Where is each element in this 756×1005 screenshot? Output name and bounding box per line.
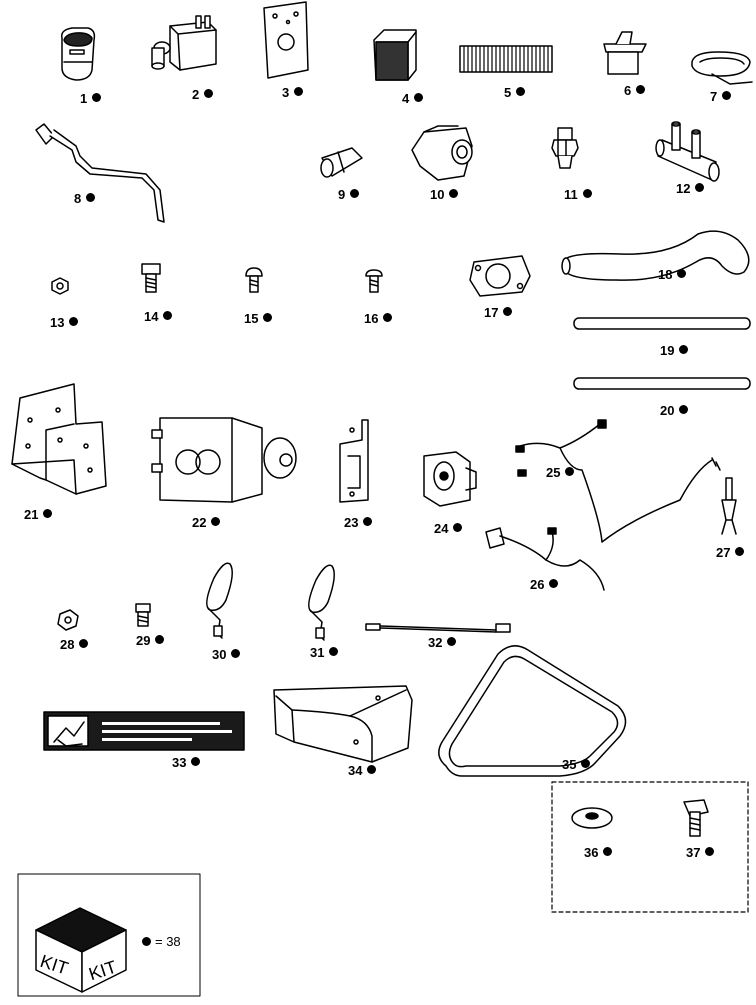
callout-1: 1: [80, 92, 102, 106]
callout-21: 21: [24, 508, 53, 522]
part-19-rod: [573, 317, 751, 330]
callout-14: 14: [144, 310, 173, 324]
callout-6: 6: [624, 84, 646, 98]
part-20-rod: [573, 377, 751, 390]
part-1-knob: [60, 27, 96, 81]
part-3-plate: [263, 1, 309, 79]
callout-11: 11: [564, 188, 592, 202]
kit-legend-equation: = 38: [142, 934, 181, 949]
callout-34: 34: [348, 764, 377, 778]
kit-legend-box: [17, 873, 201, 997]
part-31-cable-tie: [308, 564, 335, 641]
callout-33: 33: [172, 756, 201, 770]
callout-13: 13: [50, 316, 79, 330]
part-25-wire-harness: [515, 419, 721, 543]
part-10-tee: [411, 125, 473, 181]
callout-4: 4: [402, 92, 424, 106]
callout-31: 31: [310, 646, 339, 660]
callout-29: 29: [136, 634, 165, 648]
part-37-bolt: [683, 799, 709, 837]
kit-group-box: [551, 781, 749, 913]
callout-26: 26: [530, 578, 559, 592]
callout-37: 37: [686, 846, 715, 860]
part-15-screw: [245, 267, 263, 293]
part-13-nut: [51, 277, 69, 295]
callout-30: 30: [212, 648, 241, 662]
part-14-bolt: [141, 263, 161, 293]
callout-36: 36: [584, 846, 613, 860]
callout-28: 28: [60, 638, 89, 652]
callout-23: 23: [344, 516, 373, 530]
part-27-probe: [721, 477, 737, 535]
part-18-hose: [561, 230, 750, 281]
callout-18: 18: [658, 268, 687, 282]
part-35-belt: [438, 645, 627, 777]
part-23-bracket-plate: [339, 419, 369, 503]
callout-10: 10: [430, 188, 459, 202]
callout-5: 5: [504, 86, 526, 100]
part-22-motor-housing: [151, 417, 297, 503]
callout-8: 8: [74, 192, 96, 206]
callout-12: 12: [676, 182, 705, 196]
callout-32: 32: [428, 636, 457, 650]
part-29-bolt: [135, 603, 151, 627]
callout-20: 20: [660, 404, 689, 418]
part-28-nut: [57, 609, 79, 631]
part-24-actuator: [423, 451, 477, 507]
part-2-rotary-switch: [151, 15, 217, 71]
part-34-shield: [273, 685, 413, 763]
part-5-strip: [459, 45, 553, 73]
callout-24: 24: [434, 522, 463, 536]
callout-3: 3: [282, 86, 304, 100]
part-26-harness: [485, 527, 605, 591]
callout-2: 2: [192, 88, 214, 102]
part-6-toggle: [603, 31, 647, 75]
callout-25: 25: [546, 466, 575, 480]
part-30-cable-tie: [206, 562, 233, 639]
callout-35: 35: [562, 758, 591, 772]
kit-icon: [35, 907, 127, 993]
part-17-gasket: [469, 255, 531, 297]
part-12-tee-tube: [655, 121, 720, 182]
part-36-washer: [571, 807, 613, 829]
callout-9: 9: [338, 188, 360, 202]
callout-17: 17: [484, 306, 513, 320]
callout-7: 7: [710, 90, 732, 104]
part-11-fitting: [551, 127, 579, 169]
part-4-cube: [373, 29, 417, 81]
callout-19: 19: [660, 344, 689, 358]
part-32-cable: [365, 623, 511, 633]
callout-16: 16: [364, 312, 393, 326]
part-9-coupling: [320, 147, 363, 178]
part-16-screw: [365, 269, 383, 293]
callout-15: 15: [244, 312, 273, 326]
part-21-bracket: [11, 383, 107, 495]
part-8-tube: [35, 123, 165, 223]
part-7-clamp: [691, 51, 753, 85]
part-33-decal: [43, 711, 245, 751]
callout-27: 27: [716, 546, 745, 560]
callout-22: 22: [192, 516, 221, 530]
